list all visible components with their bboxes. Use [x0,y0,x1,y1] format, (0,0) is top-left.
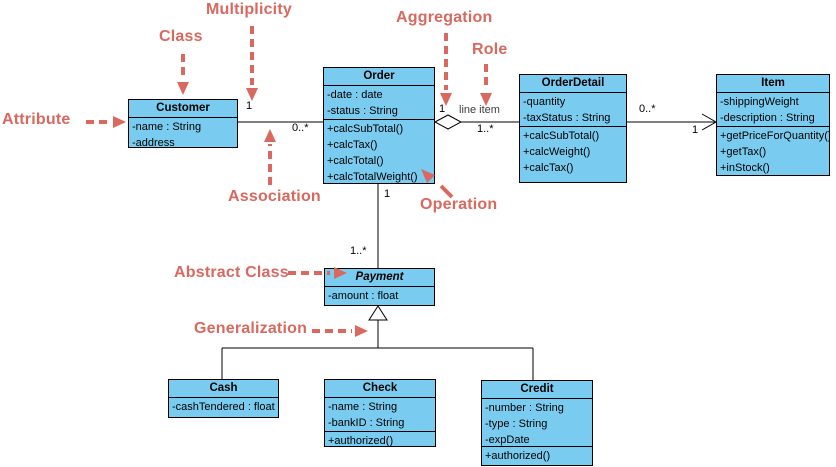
attribute-row: -date : date [327,89,383,101]
annotation-aggregation: Aggregation [396,9,493,26]
attribute-row: -number : String [485,402,564,414]
attribute-row: -type : String [485,418,548,430]
role-label: line item [459,104,500,116]
class-title-item: Item [761,77,785,89]
class-cash: Cash -cashTendered : float [168,379,279,418]
class-order: Order -date : date -status : String +cal… [323,67,435,184]
attribute-row: -taxStatus : String [523,112,611,124]
class-title-customer: Customer [156,102,210,114]
operation-row: +calcSubTotal() [327,123,404,135]
attribute-row: -status : String [327,105,398,117]
attribute-row: -name : String [328,401,398,413]
class-title-payment: Payment [355,271,404,283]
class-item: Item -shippingWeight -description : Stri… [716,74,830,176]
class-title-credit: Credit [520,383,554,395]
attribute-row: -address [132,137,175,147]
operations-compartment: +calcSubTotal() +calcWeight() +calcTax() [520,126,626,182]
operations-compartment: +authorized() [325,431,435,446]
class-arrowhead-icon [177,82,189,95]
class-orderdetail: OrderDetail -quantity -taxStatus : Strin… [519,74,627,183]
attributes-compartment: -date : date -status : String [324,85,434,119]
attribute-row: -description : String [720,112,815,124]
class-title-orderdetail: OrderDetail [541,77,605,89]
attributes-compartment: -name : String -bankID : String [325,397,435,431]
attribute-row: -name : String [132,121,202,133]
operation-row: +authorized() [328,435,394,446]
attributes-compartment: -amount : float [325,286,434,305]
attribute-row: -expDate [485,434,530,446]
operation-row: +calcTax() [327,139,378,151]
attribute-row: -amount : float [328,290,399,302]
attributes-compartment: -shippingWeight -description : String [717,92,829,126]
class-title-cash: Cash [209,382,238,394]
attributes-compartment: -cashTendered : float [169,397,278,417]
annotation-multiplicity: Multiplicity [206,1,292,18]
class-title-order: Order [363,70,395,82]
operation-row: +inStock() [720,162,770,174]
navigability-arrow-icon [701,113,718,131]
annotation-generalization: Generalization [194,320,308,337]
operation-row: +getTax() [720,146,767,158]
attribute-row: -bankID : String [328,417,405,429]
class-payment: Payment -amount : float [324,268,435,306]
class-credit: Credit -number : String -type : String -… [481,380,593,466]
annotation-attribute: Attribute [2,111,71,128]
attribute-row: -quantity [523,96,566,108]
operation-row: +authorized() [485,450,551,462]
operation-row: +calcTax() [523,162,574,174]
multiplicity-label: 0..* [639,103,656,115]
aggregation-diamond-icon [433,114,463,130]
operation-row: +calcTotalWeight() [327,171,418,183]
attribute-row: -cashTendered : float [172,401,275,413]
operations-compartment: +getPriceForQuantity() +getTax() +inStoc… [717,126,829,175]
class-customer: Customer -name : String -address [128,99,238,148]
class-title-check: Check [362,382,398,394]
operation-row: +getPriceForQuantity() [720,130,829,142]
multiplicity-label: 1..* [477,123,494,135]
attribute-row: -shippingWeight [720,96,799,108]
operation-row: +calcWeight() [523,146,591,158]
multiplicity-label: 0..* [292,122,309,134]
multiplicity-label: 1 [692,124,699,136]
attributes-compartment: -number : String -type : String -expDate [482,398,592,446]
annotation-class: Class [159,28,203,45]
association-arrowhead-icon [264,129,276,142]
attribute-arrowhead-icon [113,116,126,128]
operation-row: +calcTotal() [327,155,384,167]
annotation-abstract-class: Abstract Class [174,264,289,281]
multiplicity-label: 1 [246,100,253,112]
attributes-compartment: -name : String -address [129,117,237,147]
multiplicity-label: 1..* [350,245,367,257]
attributes-compartment: -quantity -taxStatus : String [520,92,626,126]
operations-compartment: +authorized() [482,446,592,465]
class-check: Check -name : String -bankID : String +a… [324,379,436,447]
generalization-triangle-icon [368,305,388,321]
annotation-role: Role [472,41,508,58]
multiplicity-label: 1 [439,103,446,115]
operations-compartment: +calcSubTotal() +calcTax() +calcTotal() … [324,119,434,183]
annotation-association: Association [228,188,321,205]
annotation-operation: Operation [420,196,498,213]
multiplicity-label: 1 [384,188,391,200]
operation-row: +calcSubTotal() [523,130,600,142]
generalization-arrowhead-icon [355,325,368,337]
